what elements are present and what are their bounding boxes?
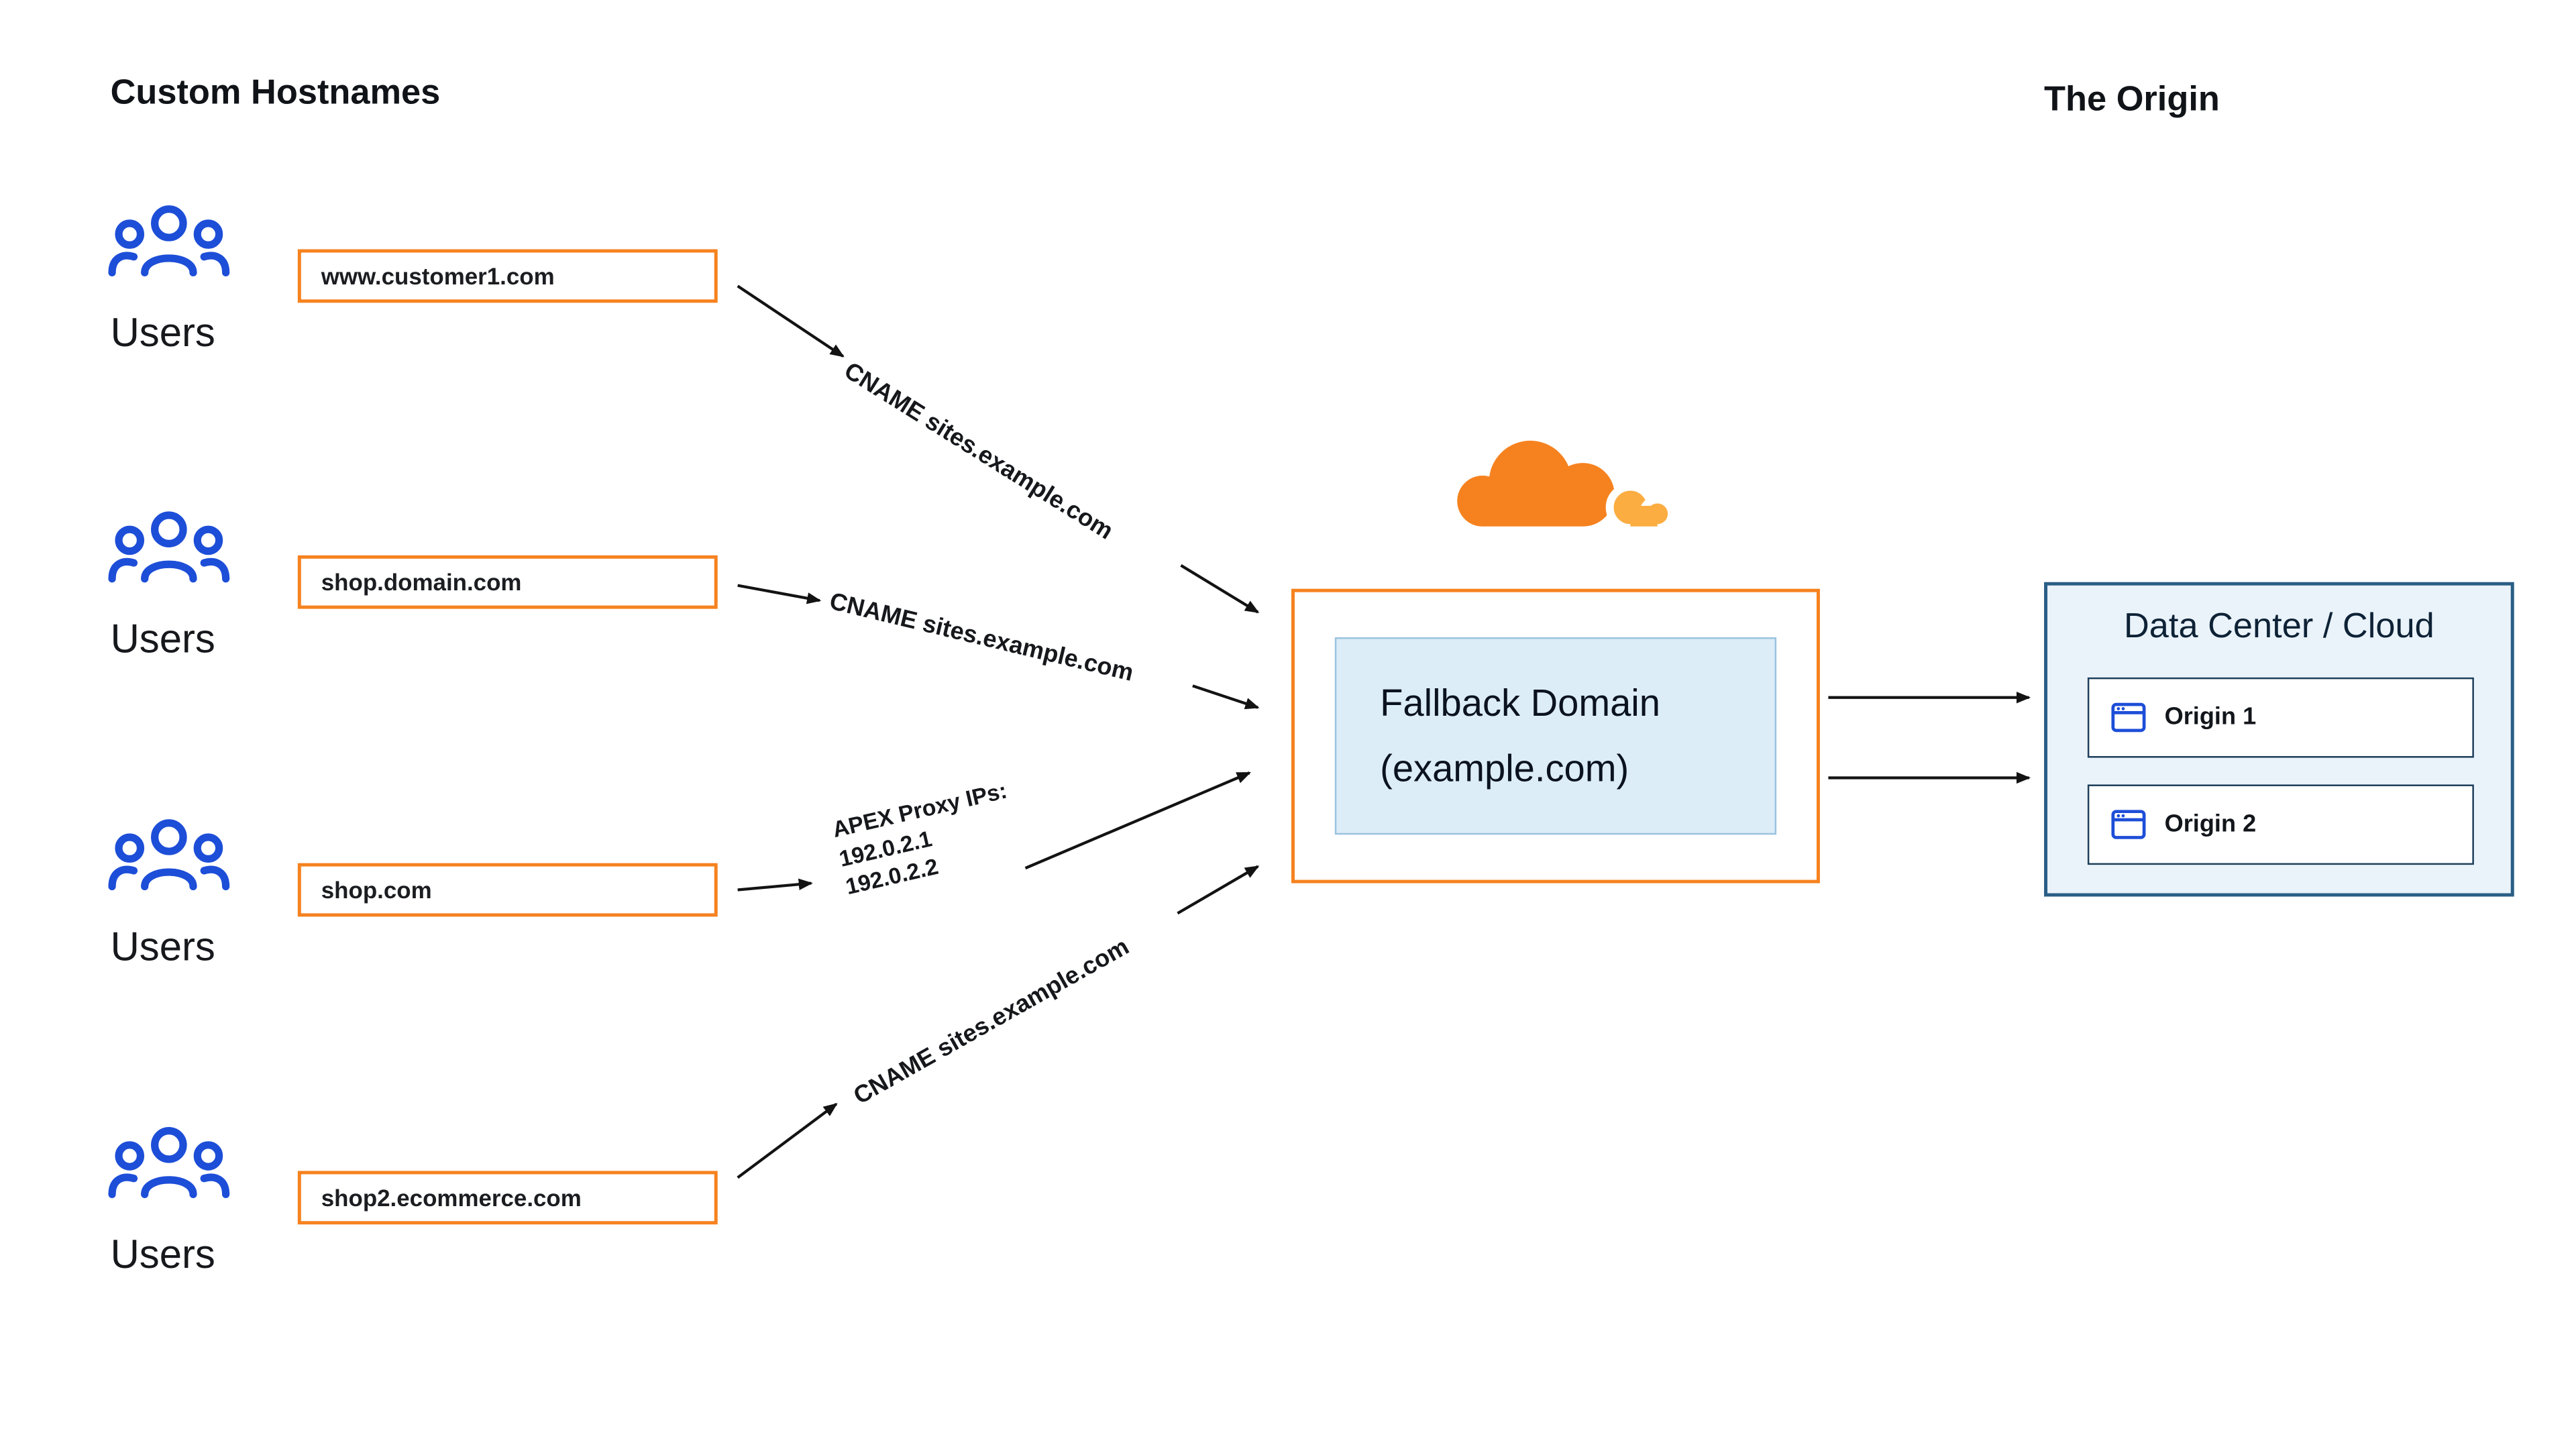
origin-section-title: The Origin <box>2044 80 2220 119</box>
custom-hostnames-title: Custom Hostnames <box>110 73 441 113</box>
origin-1-label: Origin 1 <box>2164 704 2257 731</box>
user-group-4: Users <box>107 1126 274 1279</box>
cloudflare-logo-icon <box>1430 440 1684 551</box>
origin-2-label: Origin 2 <box>2164 811 2257 839</box>
cname-label-2: CNAME sites.example.com <box>826 588 1136 688</box>
fallback-domain-box: Fallback Domain (example.com) <box>1291 588 1820 883</box>
users-group-icon <box>108 511 230 583</box>
cname-label-3: CNAME sites.example.com <box>849 934 1134 1111</box>
user-group-1: Users <box>107 204 274 358</box>
users-label: Users <box>110 924 215 971</box>
browser-window-icon <box>2111 810 2146 839</box>
fallback-domain-inner-box: Fallback Domain (example.com) <box>1334 637 1777 835</box>
hostname-box-customer1: www.customer1.com <box>297 249 718 303</box>
hostname-box-shop2-ecommerce: shop2.ecommerce.com <box>297 1171 718 1225</box>
origin-1-row: Origin 1 <box>2087 677 2474 758</box>
users-group-icon <box>108 1126 230 1198</box>
data-center-box: Data Center / Cloud Origin 1 Origin 2 <box>2044 582 2514 897</box>
cname-label-1: CNAME sites.example.com <box>839 358 1118 546</box>
fallback-domain-title: Fallback Domain <box>1380 682 1660 724</box>
users-label: Users <box>110 1232 215 1279</box>
apex-proxy-label: APEX Proxy IPs: 192.0.2.1 192.0.2.2 <box>830 776 1023 902</box>
user-group-3: Users <box>107 818 274 971</box>
users-label: Users <box>110 311 215 357</box>
users-label: Users <box>110 617 215 663</box>
data-center-title: Data Center / Cloud <box>2123 607 2434 646</box>
users-group-icon <box>108 819 230 891</box>
browser-window-icon <box>2111 702 2146 733</box>
fallback-domain-value: (example.com) <box>1380 747 1629 790</box>
origin-2-row: Origin 2 <box>2087 784 2474 865</box>
user-group-2: Users <box>107 511 274 664</box>
hostname-box-shop-domain: shop.domain.com <box>297 555 718 609</box>
hostname-box-shop: shop.com <box>297 863 718 917</box>
users-group-icon <box>108 205 230 277</box>
